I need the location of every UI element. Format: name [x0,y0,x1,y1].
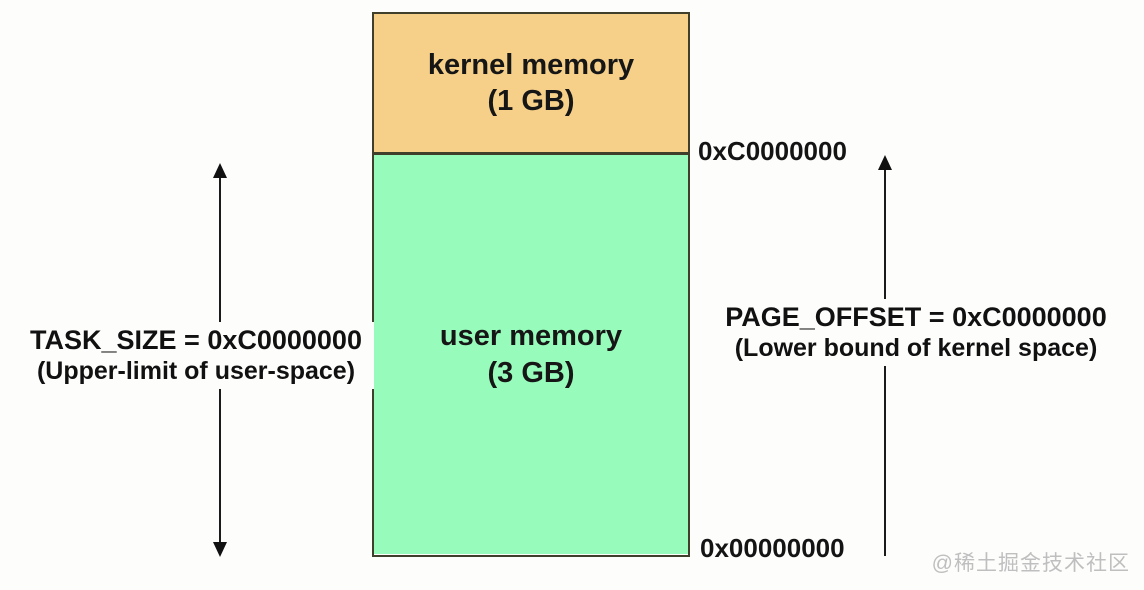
arrow-down-icon [213,542,227,557]
upper-boundary-address: 0xC0000000 [698,136,847,167]
task-size-value: TASK_SIZE = 0xC0000000 [30,325,362,355]
arrow-up-icon [213,163,227,178]
user-memory-size: (3 GB) [487,356,575,389]
lower-boundary-address: 0x00000000 [700,533,845,564]
task-size-annotation: TASK_SIZE = 0xC0000000 (Upper-limit of u… [18,322,374,389]
kernel-memory-label: kernel memory [427,48,635,81]
watermark: @稀土掘金技术社区 [931,552,1130,575]
task-size-description: (Upper-limit of user-space) [36,357,356,385]
page-offset-value: PAGE_OFFSET = 0xC0000000 [725,302,1107,332]
user-memory-region: user memory (3 GB) [374,155,688,554]
arrow-up-icon [878,155,892,170]
virtual-memory-box: kernel memory (1 GB) user memory (3 GB) [372,12,690,557]
page-offset-annotation: PAGE_OFFSET = 0xC0000000 (Lower bound of… [712,299,1120,366]
kernel-memory-region: kernel memory (1 GB) [374,14,688,155]
kernel-memory-size: (1 GB) [487,85,575,117]
user-memory-label: user memory [439,320,623,353]
page-offset-description: (Lower bound of kernel space) [734,334,1098,362]
